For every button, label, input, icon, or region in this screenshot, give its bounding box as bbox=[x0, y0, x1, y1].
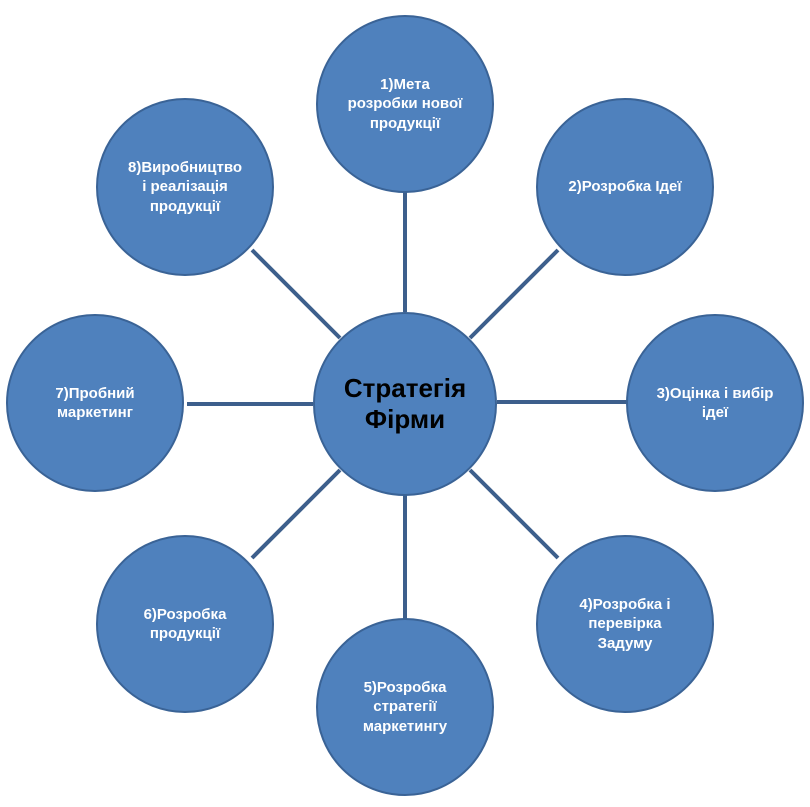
connector-6 bbox=[250, 468, 342, 560]
step-node-6: 6)Розробка продукції bbox=[96, 535, 274, 713]
step-node-7: 7)Пробний маркетинг bbox=[6, 314, 184, 492]
connector-8 bbox=[250, 248, 342, 340]
step-node-2: 2)Розробка Ідеї bbox=[536, 98, 714, 276]
step-node-3: 3)Оцінка і вибір ідеї bbox=[626, 314, 804, 492]
step-node-4: 4)Розробка і перевірка Задуму bbox=[536, 535, 714, 713]
connector-2 bbox=[468, 248, 560, 340]
center-node-strategy: Стратегія Фірми bbox=[313, 312, 497, 496]
step-node-8: 8)Виробництво і реалізація продукції bbox=[96, 98, 274, 276]
connector-4 bbox=[468, 468, 560, 560]
step-node-5: 5)Розробка стратегії маркетингу bbox=[316, 618, 494, 796]
step-node-1: 1)Мета розробки нової продукції bbox=[316, 15, 494, 193]
